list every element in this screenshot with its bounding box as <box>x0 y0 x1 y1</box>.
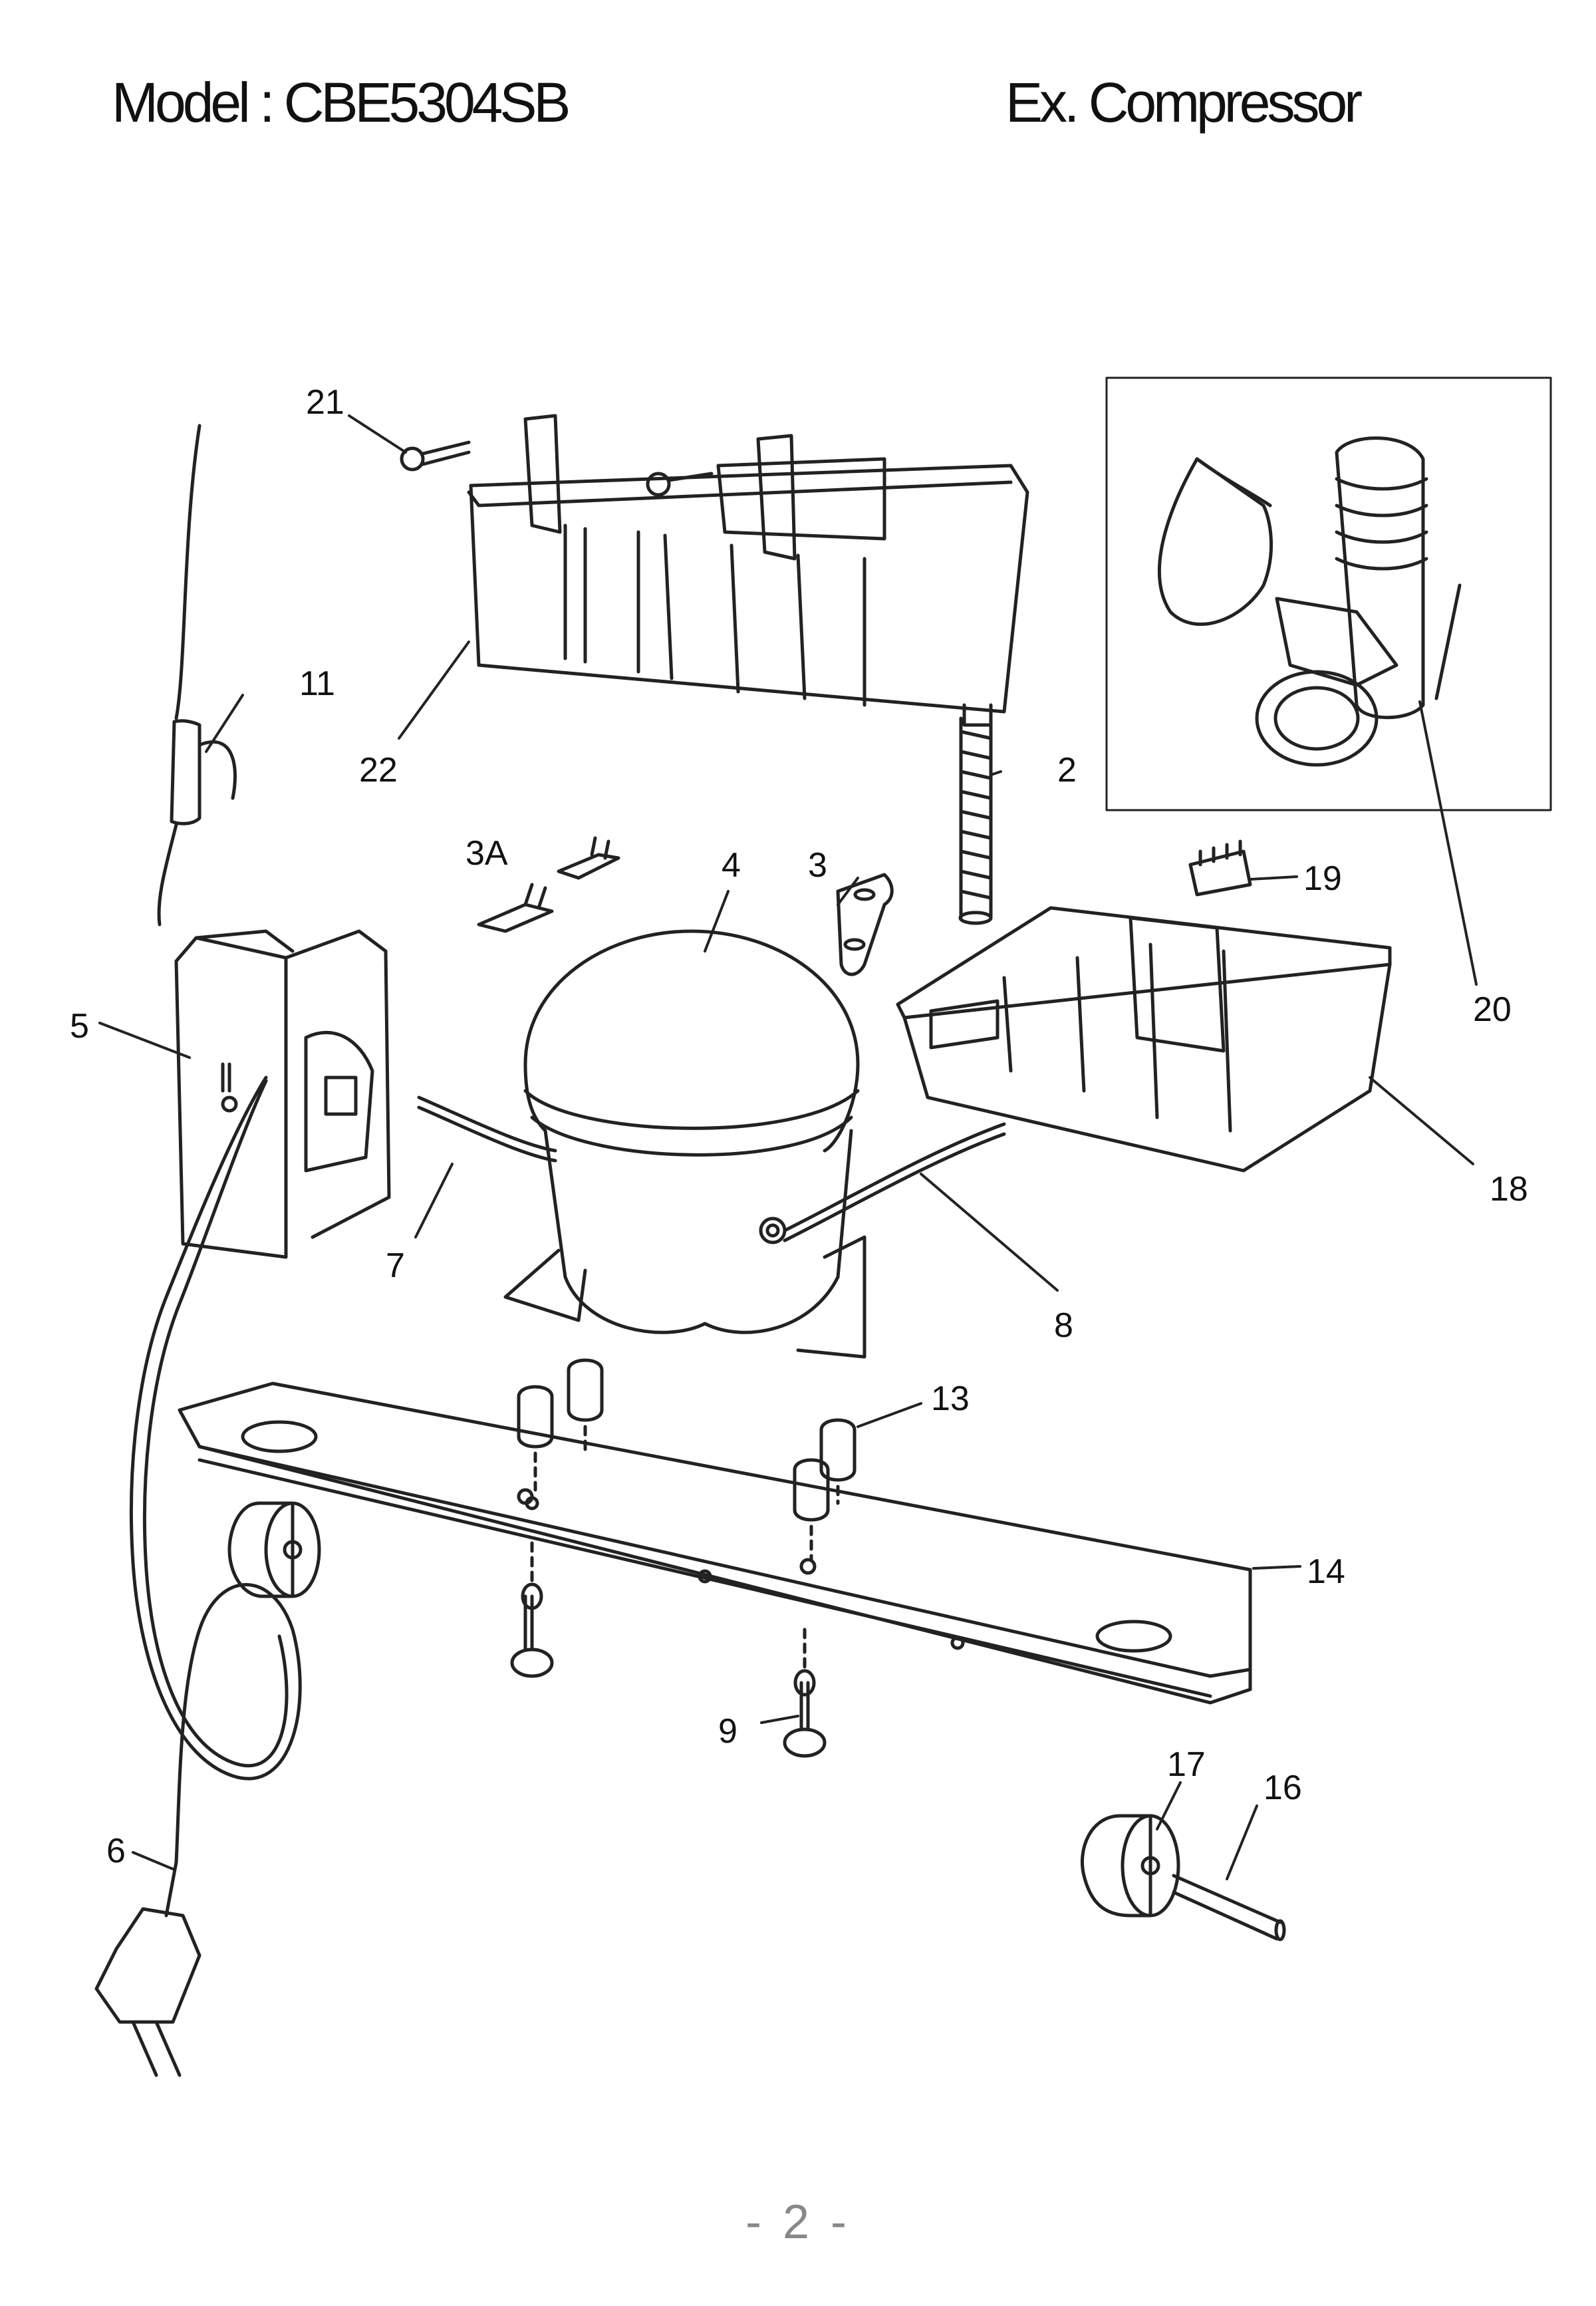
callout-22: 22 <box>359 751 398 790</box>
part-21-screws <box>400 440 714 497</box>
part-14-mounting-rail <box>178 1381 1252 1705</box>
callout-16: 16 <box>1264 1769 1302 1807</box>
part-3-bracket <box>836 873 894 976</box>
page-number: - 2 - <box>745 2196 851 2249</box>
part-17-roller-2 <box>1080 1814 1180 1918</box>
part-9-feet <box>510 1541 827 1758</box>
callout-3A: 3A <box>466 834 508 873</box>
part-20-inset-detail <box>1105 376 1552 811</box>
callout-3: 3 <box>808 846 827 885</box>
part-4-compressor <box>503 929 866 1359</box>
callout-20: 20 <box>1473 990 1512 1029</box>
callout-5: 5 <box>70 1007 89 1046</box>
callout-9: 9 <box>718 1712 737 1751</box>
section-title: Ex. Compressor <box>1005 71 1363 134</box>
callout-19: 19 <box>1303 859 1342 898</box>
part-18-base-cover <box>896 906 1392 1173</box>
callout-18: 18 <box>1490 1170 1528 1209</box>
callout-2: 2 <box>1057 751 1077 790</box>
callout-17: 17 <box>1167 1745 1206 1784</box>
model-title: Model : CBE5304SB <box>112 71 571 134</box>
callout-4: 4 <box>722 846 741 885</box>
part-3A-clips <box>477 836 620 933</box>
part-7-tube <box>417 1095 557 1163</box>
callout-11: 11 <box>299 664 335 703</box>
callout-14: 14 <box>1307 1552 1345 1591</box>
part-13-grommets <box>517 1358 857 1562</box>
part-6-power-cord <box>129 1076 302 1918</box>
part-17-roller <box>227 1501 321 1598</box>
callout-7: 7 <box>386 1246 405 1285</box>
callout-13: 13 <box>931 1379 970 1418</box>
part-5-electrical-box <box>174 929 391 1259</box>
part-22-drip-tray <box>467 414 1029 727</box>
part-11-sensor-cable <box>157 424 237 927</box>
callout-8: 8 <box>1054 1306 1073 1345</box>
part-19-connector <box>1188 839 1252 897</box>
callout-6: 6 <box>106 1832 126 1870</box>
part-2-drain-hose <box>958 716 993 925</box>
callout-21: 21 <box>306 383 344 422</box>
part-8-tube <box>783 1122 1006 1242</box>
part-16-axle <box>1172 1874 1286 1942</box>
callout-leader-lines <box>98 414 1478 1880</box>
part-6-plug <box>94 1907 201 2077</box>
